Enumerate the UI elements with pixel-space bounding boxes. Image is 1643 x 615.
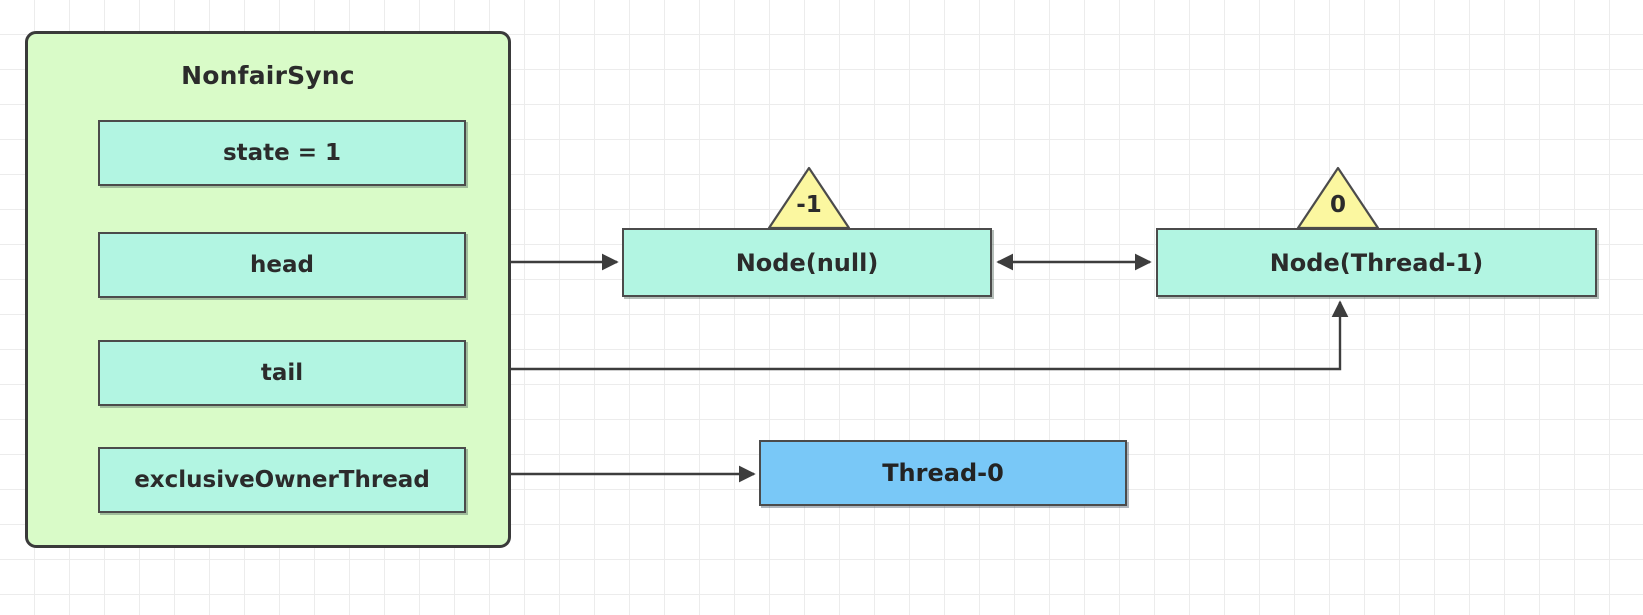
field-exclusive-owner-thread-label: exclusiveOwnerThread — [134, 467, 430, 493]
edge-tail-to-node1 — [472, 300, 1349, 378]
nonfair-sync-container: NonfairSync state = 1 head tail exclusiv… — [25, 31, 511, 548]
owner-thread-label: Thread-0 — [882, 459, 1004, 487]
field-state-label: state = 1 — [222, 140, 342, 166]
owner-thread-box: Thread-0 — [759, 440, 1127, 506]
field-head: head — [98, 232, 466, 298]
wait-status-badge-node0: -1 — [767, 166, 851, 230]
wait-status-node1-label: 0 — [1329, 192, 1346, 218]
field-head-label: head — [250, 252, 314, 278]
field-tail: tail — [98, 340, 466, 406]
queue-node-head-label: Node(null) — [735, 248, 879, 277]
queue-node-head: Node(null) — [622, 228, 992, 297]
wait-status-badge-node1: 0 — [1296, 166, 1380, 230]
field-exclusive-owner-thread: exclusiveOwnerThread — [98, 447, 466, 513]
field-state: state = 1 — [98, 120, 466, 186]
wait-status-node0-label: -1 — [796, 192, 822, 218]
nonfair-sync-title: NonfairSync — [181, 61, 355, 90]
queue-node-tail: Node(Thread-1) — [1156, 228, 1597, 297]
queue-node-tail-label: Node(Thread-1) — [1269, 248, 1484, 277]
field-tail-label: tail — [260, 360, 304, 386]
